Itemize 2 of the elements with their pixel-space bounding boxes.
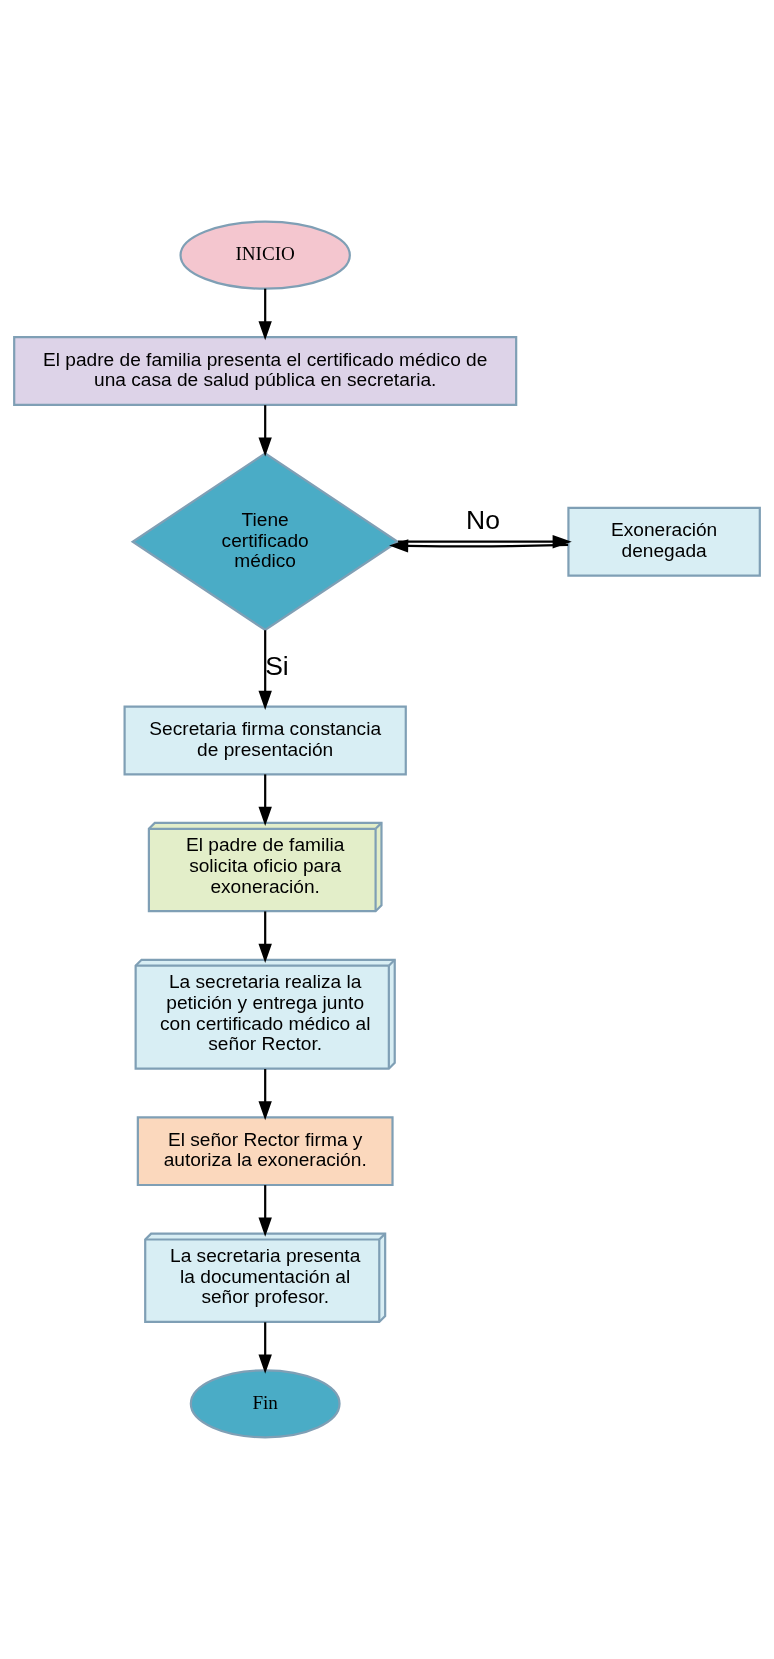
edge-label: Si <box>265 650 289 681</box>
edge-label: No <box>466 505 500 536</box>
